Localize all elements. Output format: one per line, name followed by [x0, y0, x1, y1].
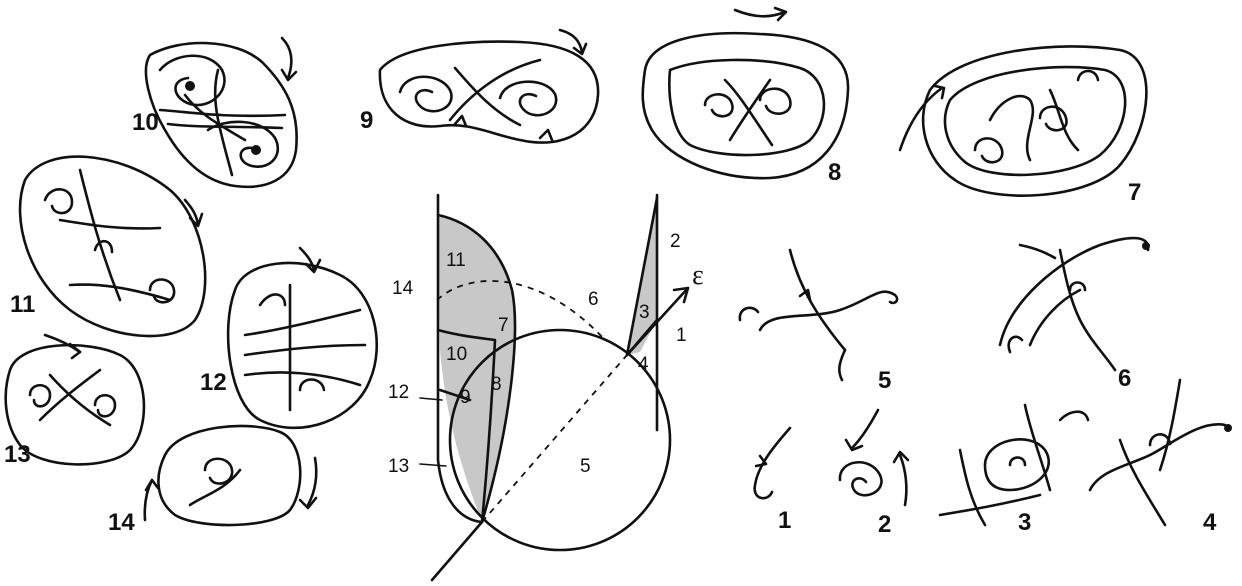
lower-axis-line: [432, 522, 482, 580]
region-label-5: 5: [580, 456, 591, 477]
bifurcation-diagram: 2 3 1 4 6 5 11 7 10 8 9 14 12 13 ε: [388, 195, 704, 580]
region-label-8: 8: [491, 374, 502, 395]
portrait-13: 13: [4, 335, 144, 468]
portrait-label-14: 14: [108, 509, 135, 536]
portrait-12: 12: [200, 248, 377, 428]
portrait-label-7: 7: [1128, 179, 1141, 206]
portrait-label-4: 4: [1203, 509, 1217, 536]
portrait-label-8: 8: [828, 159, 841, 186]
portrait-7: 7: [900, 46, 1146, 206]
region-label-6: 6: [588, 289, 599, 310]
region-label-2: 2: [670, 231, 681, 252]
portrait-label-11: 11: [10, 291, 35, 318]
portrait-2: 2: [840, 410, 908, 538]
epsilon-label: ε: [692, 260, 704, 291]
region-label-10: 10: [446, 344, 467, 365]
portrait-label-1: 1: [778, 507, 791, 534]
portrait-label-13: 13: [4, 441, 31, 468]
region-label-7: 7: [498, 315, 509, 336]
portrait-5: 5: [740, 250, 897, 394]
portrait-11: 11: [10, 157, 205, 336]
portrait-3: 3: [940, 405, 1088, 536]
region-label-9: 9: [460, 387, 471, 408]
region-label-3: 3: [639, 302, 650, 323]
portrait-1: 1: [755, 428, 792, 534]
region-label-11: 11: [446, 250, 466, 271]
portrait-6: 6: [1000, 238, 1150, 392]
portrait-label-9: 9: [360, 107, 373, 134]
portrait-8: 8: [643, 8, 848, 186]
region-label-14: 14: [392, 278, 414, 299]
leader-13: [420, 464, 446, 466]
portrait-label-12: 12: [200, 369, 227, 396]
region-label-4: 4: [638, 354, 649, 375]
portrait-label-3: 3: [1018, 509, 1031, 536]
portrait-label-6: 6: [1118, 365, 1131, 392]
region-label-1: 1: [676, 325, 687, 346]
region-label-12: 12: [388, 382, 409, 403]
portrait-label-10: 10: [132, 109, 159, 136]
portrait-14: 14: [108, 426, 316, 536]
portrait-label-5: 5: [878, 367, 891, 394]
portrait-10: 10: [132, 38, 297, 187]
portrait-4: 4: [1090, 380, 1232, 536]
region-label-13: 13: [388, 456, 409, 477]
portrait-label-2: 2: [878, 511, 891, 538]
portrait-9: 9: [360, 30, 598, 143]
